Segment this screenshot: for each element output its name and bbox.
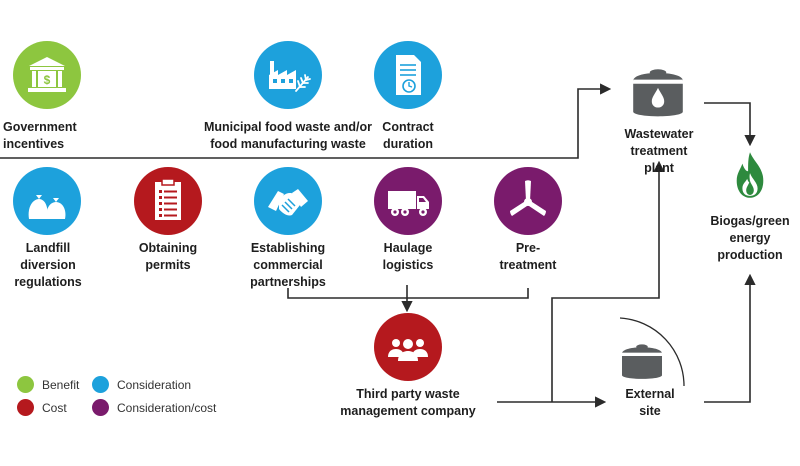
landfill-label-line2: diversion <box>20 258 76 272</box>
legend-consideration-cost-label: Consideration/cost <box>117 400 217 415</box>
biogas-label-line1: Biogas/green <box>710 214 790 228</box>
mixer-icon <box>510 180 546 216</box>
legend-benefit-label: Benefit <box>42 377 80 392</box>
permits-circle <box>134 167 202 235</box>
document-clock-icon <box>396 55 421 95</box>
flame-icon <box>736 152 764 198</box>
partnerships-label-line3: partnerships <box>250 275 326 289</box>
pretreatment-label-line1: Pre- <box>515 241 541 255</box>
main-line-to-wastewater <box>0 83 612 159</box>
partnerships-circle <box>254 167 322 235</box>
legend-benefit-dot <box>17 376 34 393</box>
contract-label-line2: duration <box>383 137 433 151</box>
thirdparty-label-line1: Third party waste <box>356 387 460 401</box>
municipal-label-line2: food manufacturing waste <box>210 137 366 151</box>
haulage-circle <box>374 167 442 235</box>
people-icon <box>388 339 428 361</box>
haulage-label-line1: Haulage <box>383 241 433 255</box>
landfill-label-line3: regulations <box>14 275 82 289</box>
bracket-to-third-party <box>287 288 529 299</box>
truck-icon <box>388 191 429 216</box>
permits-label-line1: Obtaining <box>138 241 198 255</box>
garbage-bags-icon <box>28 195 66 219</box>
permits-label-line2: permits <box>145 258 191 272</box>
legend-consideration: Consideration <box>92 376 191 393</box>
legend-benefit: Benefit <box>17 376 79 393</box>
arrow-wastewater-to-biogas <box>704 102 756 147</box>
handshake-icon <box>268 189 308 216</box>
government-label-line2: incentives <box>3 137 65 151</box>
arrow-up-to-wastewater <box>551 160 665 402</box>
svg-text:$: $ <box>44 73 51 87</box>
legend-cost-label: Cost <box>42 400 67 415</box>
municipal-circle <box>254 41 322 109</box>
haulage-label-line2: logistics <box>382 258 434 272</box>
wastewater-label-line3: plant <box>644 161 674 175</box>
legend-consideration-cost-dot <box>92 399 109 416</box>
legend-cost-dot <box>17 399 34 416</box>
external-label-line1: External <box>625 387 675 401</box>
legend-consideration-cost: Consideration/cost <box>92 399 216 416</box>
tank-drop-icon <box>633 69 683 117</box>
arrow-external-to-biogas <box>704 273 756 403</box>
contract-circle <box>374 41 442 109</box>
clipboard-icon <box>155 178 181 220</box>
landfill-label-line1: Landfill <box>25 241 71 255</box>
partnerships-label-line2: commercial <box>253 258 323 272</box>
biogas-label-line2: energy <box>729 231 771 245</box>
legend-consideration-dot <box>92 376 109 393</box>
factory-icon <box>269 61 311 92</box>
biogas-label-line3: production <box>717 248 783 262</box>
municipal-label-line1: Municipal food waste and/or <box>203 120 373 134</box>
thirdparty-circle <box>374 313 442 381</box>
thirdparty-label-line2: management company <box>340 404 476 418</box>
tank-icon <box>622 344 662 379</box>
wastewater-label-line1: Wastewater <box>624 127 694 141</box>
pretreatment-label-line2: treatment <box>499 258 557 272</box>
external-label-line2: site <box>639 404 661 418</box>
legend-cost: Cost <box>17 399 67 416</box>
partnerships-label-line1: Establishing <box>250 241 326 255</box>
contract-label-line1: Contract <box>382 120 434 134</box>
external-site-arc <box>619 317 685 387</box>
legend-consideration-label: Consideration <box>117 377 192 392</box>
pretreatment-circle <box>494 167 562 235</box>
government-label-line1: Government <box>3 120 77 134</box>
government-circle: $ <box>13 41 81 109</box>
bank-icon: $ <box>28 57 66 92</box>
wastewater-label-line2: treatment <box>630 144 688 158</box>
landfill-circle <box>13 167 81 235</box>
